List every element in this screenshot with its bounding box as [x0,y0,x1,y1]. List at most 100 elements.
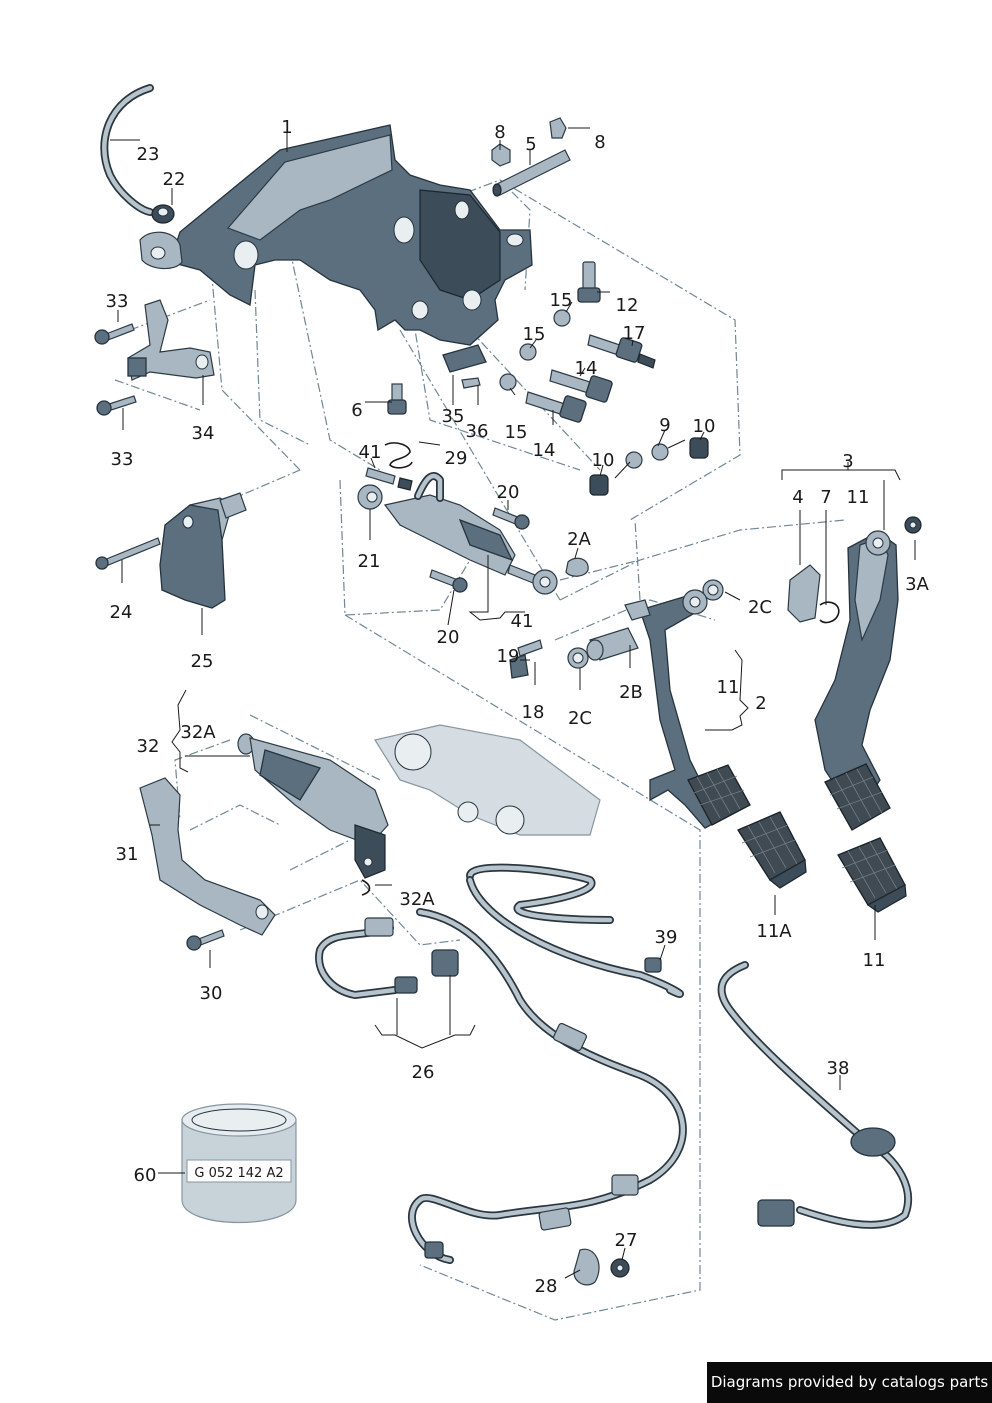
callout-7: 7 [820,487,831,508]
part-20-bolt-a [492,507,530,530]
callout-31: 31 [116,844,139,865]
callout-5: 5 [525,134,536,155]
callout-8-b: 8 [594,132,605,153]
leader-lines [110,127,916,1279]
part-29-clip [384,442,413,469]
callout-29: 29 [445,448,468,469]
part-2A-clip [565,557,589,577]
callout-3: 3 [842,451,853,472]
callout-20-a: 20 [497,482,520,503]
part-26-hose [315,917,459,999]
callout-11-a: 11 [717,677,740,698]
callout-34: 34 [192,423,215,444]
part-20-bolt-b [429,569,468,593]
part-35-plate [442,344,487,373]
can-label: G 052 142 A2 [194,1166,283,1181]
callout-10-b: 10 [693,416,716,437]
part-10-bushing-a [589,474,609,496]
callout-60: 60 [134,1165,157,1186]
part-2B-sleeve [586,627,639,661]
part-22-grommet [151,204,175,224]
callout-12: 12 [616,295,639,316]
part-14-switch-a [549,369,613,403]
part-14-switch-b [525,391,587,423]
part-15-clip-b [519,343,537,361]
callout-21: 21 [358,551,381,572]
callout-20-b: 20 [437,627,460,648]
part-36-screw [461,377,481,389]
callout-6: 6 [351,400,362,421]
callout-11-b: 11 [847,487,870,508]
callout-28: 28 [535,1276,558,1297]
main-clutch-line [407,863,687,1264]
part-11-pad [837,837,907,913]
part-30-bolt [186,929,225,951]
part-21-bushing [357,484,383,510]
callout-10-a: 10 [592,450,615,471]
part-10-bushing-b [689,437,709,459]
callout-33-b: 33 [111,449,134,470]
part-41-pin [365,467,413,491]
part-15-clip-a [553,309,571,327]
callout-24: 24 [110,602,133,623]
callout-23: 23 [137,144,160,165]
callout-11A: 11A [756,921,792,942]
part-3A-nut [904,516,922,534]
part-34-bracket [127,299,215,381]
part-19-clip [509,639,543,679]
callout-26: 26 [412,1062,435,1083]
part-2C-ring-b [702,579,724,601]
callout-36: 36 [466,421,489,442]
callout-2B: 2B [619,682,643,703]
callout-19: 19 [497,646,520,667]
callout-22: 22 [163,169,186,190]
part-33-bolt-a [94,323,135,345]
callout-17: 17 [623,323,646,344]
part-5-pin [492,149,571,197]
part-2C-ring-a [567,647,589,669]
callout-11-c: 11 [863,950,886,971]
callout-14-b: 14 [533,440,556,461]
callout-15-c: 15 [505,422,528,443]
callout-8-a: 8 [494,122,505,143]
part-25-bracket [159,492,247,609]
callout-38: 38 [827,1058,850,1079]
callout-33-a: 33 [106,291,129,312]
part-31-bracket [139,777,276,936]
callout-9: 9 [659,415,670,436]
callout-41-b: 41 [511,611,534,632]
part-11A-pad [737,811,807,889]
callout-27: 27 [615,1230,638,1251]
part-2-clutch-pedal [624,589,751,829]
callout-14-a: 14 [575,358,598,379]
callout-15-b: 15 [523,324,546,345]
part-38-hose [717,961,913,1229]
callout-4: 4 [792,487,803,508]
part-32A-clip [361,879,371,896]
part-27-nut [610,1258,630,1278]
assembly-guide-lines [114,179,846,1321]
part-4-bracket [787,564,821,623]
callout-30: 30 [200,983,223,1004]
callout-18: 18 [522,702,545,723]
callout-39: 39 [655,927,678,948]
callout-3A: 3A [905,574,929,595]
callout-labels: 1 23 22 8 5 8 12 15 15 17 14 15 14 6 35 … [106,117,930,1297]
callout-1: 1 [281,117,292,138]
callout-2: 2 [755,693,766,714]
part-23-hose [100,84,154,216]
part-39-connector [644,957,662,973]
callout-25: 25 [191,651,214,672]
part-60-can: G 052 142 A2 [181,1103,297,1224]
callout-15-a: 15 [550,290,573,311]
gearbox-housing-outline [374,724,601,836]
part-8-clip-a [491,143,511,167]
callout-35: 35 [442,406,465,427]
callout-32A-b: 32A [399,889,435,910]
part-28-clip [573,1248,600,1286]
part-master-cylinder [383,472,558,595]
part-6-bolt [387,383,407,415]
part-24-bolt [95,537,161,570]
watermark-footer: Diagrams provided by catalogs parts [707,1362,992,1403]
